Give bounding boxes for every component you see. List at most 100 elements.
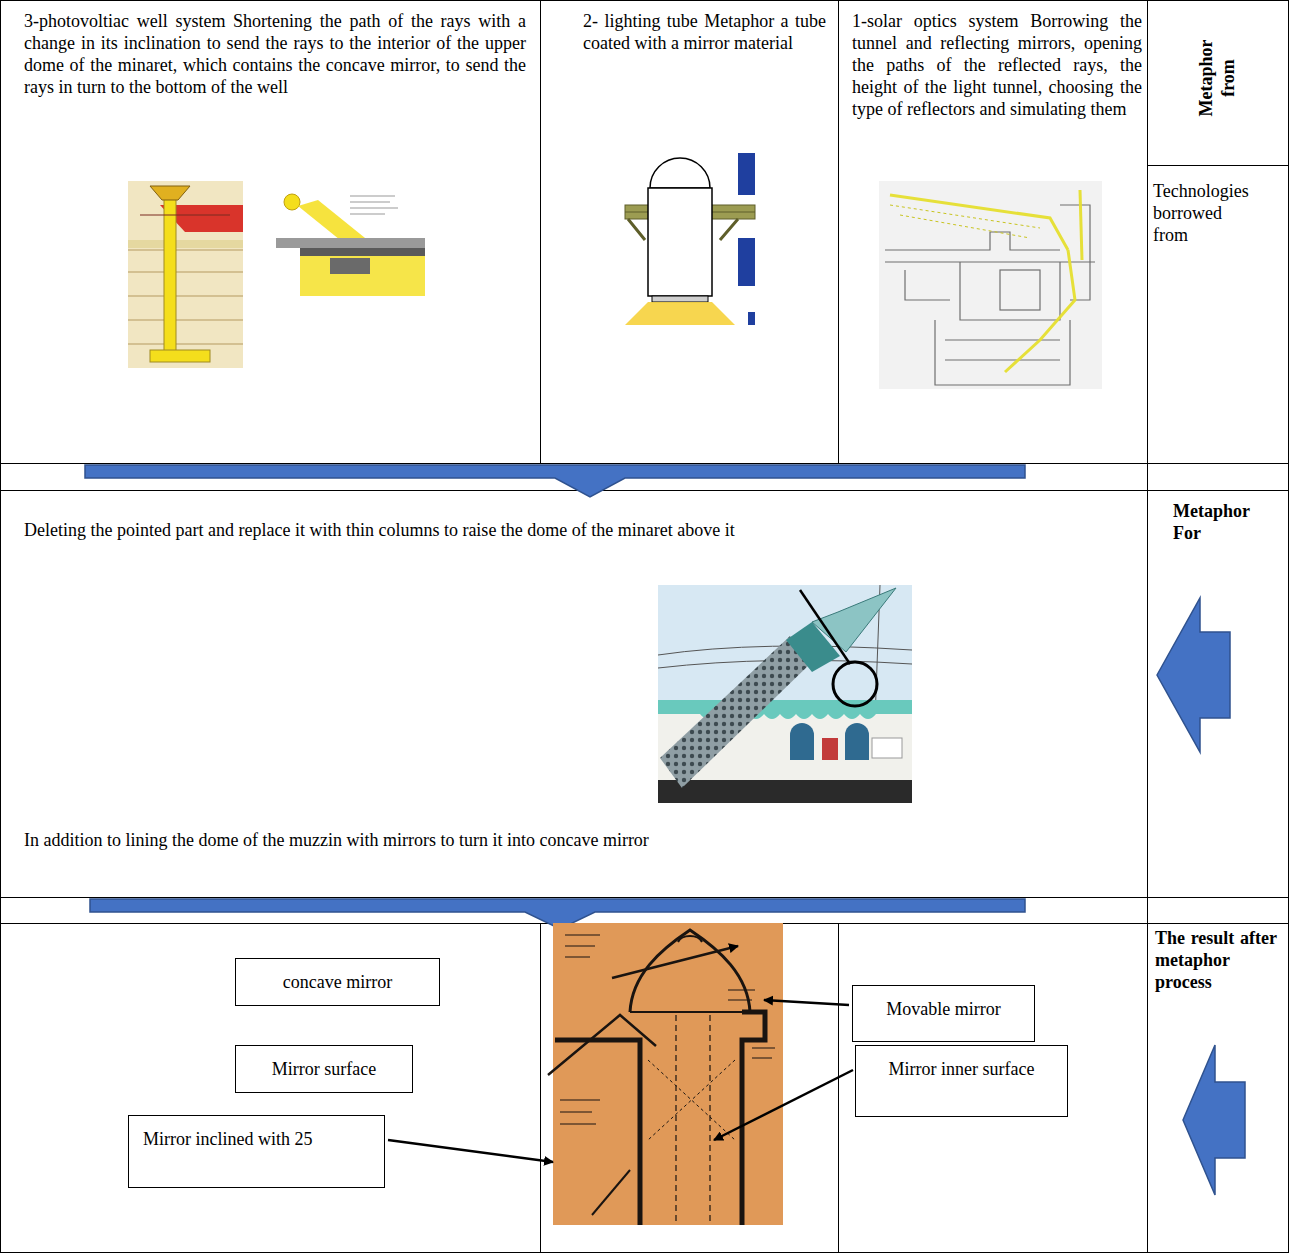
- lighting-tube-image: [652, 296, 708, 302]
- cell-text: 3-photovoltiac well system Shortening th…: [24, 10, 526, 98]
- result-sketch: [553, 923, 783, 1225]
- technology-cell: 1-solar optics system Borrowing the tunn…: [852, 10, 1142, 120]
- roof-detail-image: [265, 188, 425, 300]
- roof-detail-image: [265, 188, 425, 300]
- side-arrow: [1183, 1045, 1245, 1195]
- table-grid: [838, 0, 839, 463]
- table-grid: [0, 463, 1289, 464]
- minaret-photo: [660, 636, 812, 788]
- cell-text: Metaphor from: [1195, 28, 1239, 128]
- minaret-photo: [872, 738, 902, 758]
- cell-text: 1-solar optics system Borrowing the tunn…: [852, 10, 1142, 120]
- result-sketch: [555, 930, 775, 1225]
- cell-text: The result after metaphor process: [1155, 927, 1277, 993]
- roof-detail-image: [330, 258, 370, 274]
- table-grid: [0, 490, 1289, 491]
- cell-text: Mirror inclined with 25: [143, 1128, 370, 1150]
- roof-detail-image: [350, 208, 398, 209]
- lighting-tube-image: [622, 153, 755, 325]
- result-sketch: [752, 1048, 775, 1058]
- solar-optics-image: [945, 340, 1060, 360]
- roof-detail-image: [276, 238, 425, 248]
- cell-text: 2- lighting tube Metaphor a tube coated …: [583, 10, 826, 54]
- minaret-photo: [658, 700, 912, 714]
- solar-optics-image: [879, 181, 1102, 389]
- minaret-photo: [658, 585, 912, 803]
- cell-text: Deleting the pointed part and replace it…: [24, 519, 1124, 541]
- solar-optics-image: [890, 190, 1082, 372]
- well-section-image: [128, 296, 243, 297]
- side-arrow: [1157, 598, 1245, 1195]
- well-section-image: [150, 350, 210, 362]
- well-section-image: [128, 240, 243, 248]
- result-sketch: [612, 946, 738, 978]
- row-header: Metaphor from: [1185, 8, 1249, 148]
- cell-text: Mirror inner surface: [870, 1058, 1053, 1080]
- result-sketch: [678, 936, 702, 942]
- result-sketch: [553, 923, 783, 1225]
- result-sketch: [709, 1015, 710, 1225]
- result-sketch: [555, 1040, 640, 1225]
- result-sketch: [630, 1011, 752, 1013]
- leader-line: [764, 1000, 849, 1005]
- callout-box: concave mirror: [235, 958, 440, 1006]
- technology-cell: 2- lighting tube Metaphor a tube coated …: [583, 10, 826, 54]
- cell-text: Mirror surface: [250, 1058, 398, 1080]
- callout-box: Mirror inner surface: [855, 1045, 1068, 1117]
- lighting-tube-image: [625, 302, 735, 325]
- result-sketch: [548, 923, 783, 1225]
- table-grid: [838, 923, 839, 1253]
- well-section-image: [128, 181, 243, 368]
- result-sketch: [548, 1015, 656, 1075]
- table-grid: [1147, 0, 1148, 1253]
- roof-detail-image: [350, 196, 395, 197]
- roof-detail-image: [350, 202, 390, 203]
- minaret-photo: [658, 780, 912, 803]
- well-section-image: [140, 215, 230, 216]
- solar-optics-image: [1060, 205, 1090, 300]
- solar-optics-image: [960, 262, 1060, 320]
- minaret-photo: [800, 590, 850, 664]
- roof-detail-image: [284, 194, 300, 210]
- solar-optics-image: [885, 205, 1095, 385]
- lighting-tube-image: [622, 153, 755, 325]
- table-grid: [540, 0, 541, 463]
- table-grid: [1147, 165, 1289, 166]
- minaret-photo: [845, 723, 869, 760]
- result-sketch: [592, 1170, 630, 1215]
- side-arrow: [1157, 598, 1230, 752]
- solar-optics-image: [905, 270, 950, 300]
- row-header: Metaphor For: [1173, 500, 1271, 544]
- minaret-photo: [812, 588, 896, 652]
- result-sketch: [728, 990, 755, 1000]
- well-section-image: [150, 186, 190, 200]
- cell-text: Technologies borrowed from: [1153, 180, 1261, 246]
- callout-box: Mirror inclined with 25: [128, 1115, 385, 1188]
- callout-box: Mirror surface: [235, 1045, 413, 1093]
- solar-optics-image: [1005, 250, 1075, 372]
- well-section-image: [164, 198, 176, 358]
- cell-text: concave mirror: [250, 971, 425, 993]
- row-header: Technologies borrowed from: [1153, 180, 1261, 246]
- well-section-image: [128, 320, 243, 321]
- roof-detail-image: [350, 214, 385, 215]
- leader-line: [714, 1070, 853, 1140]
- solar-optics-image: [890, 205, 1040, 238]
- table-grid: [540, 923, 541, 1253]
- lighting-tube-image: [648, 188, 712, 296]
- technology-cell: 3-photovoltiac well system Shortening th…: [24, 10, 526, 98]
- result-sketch: [675, 1015, 676, 1225]
- solar-optics-image: [879, 181, 1102, 389]
- roof-detail-image: [300, 248, 425, 256]
- solar-optics-image: [885, 232, 1060, 250]
- lighting-tube-image: [738, 153, 755, 195]
- result-sketch: [560, 1100, 600, 1124]
- well-section-image: [128, 181, 243, 368]
- cell-text: Movable mirror: [867, 998, 1020, 1020]
- result-sketch: [742, 1012, 765, 1225]
- minaret-photo: [790, 723, 814, 760]
- minaret-photo: [658, 585, 912, 803]
